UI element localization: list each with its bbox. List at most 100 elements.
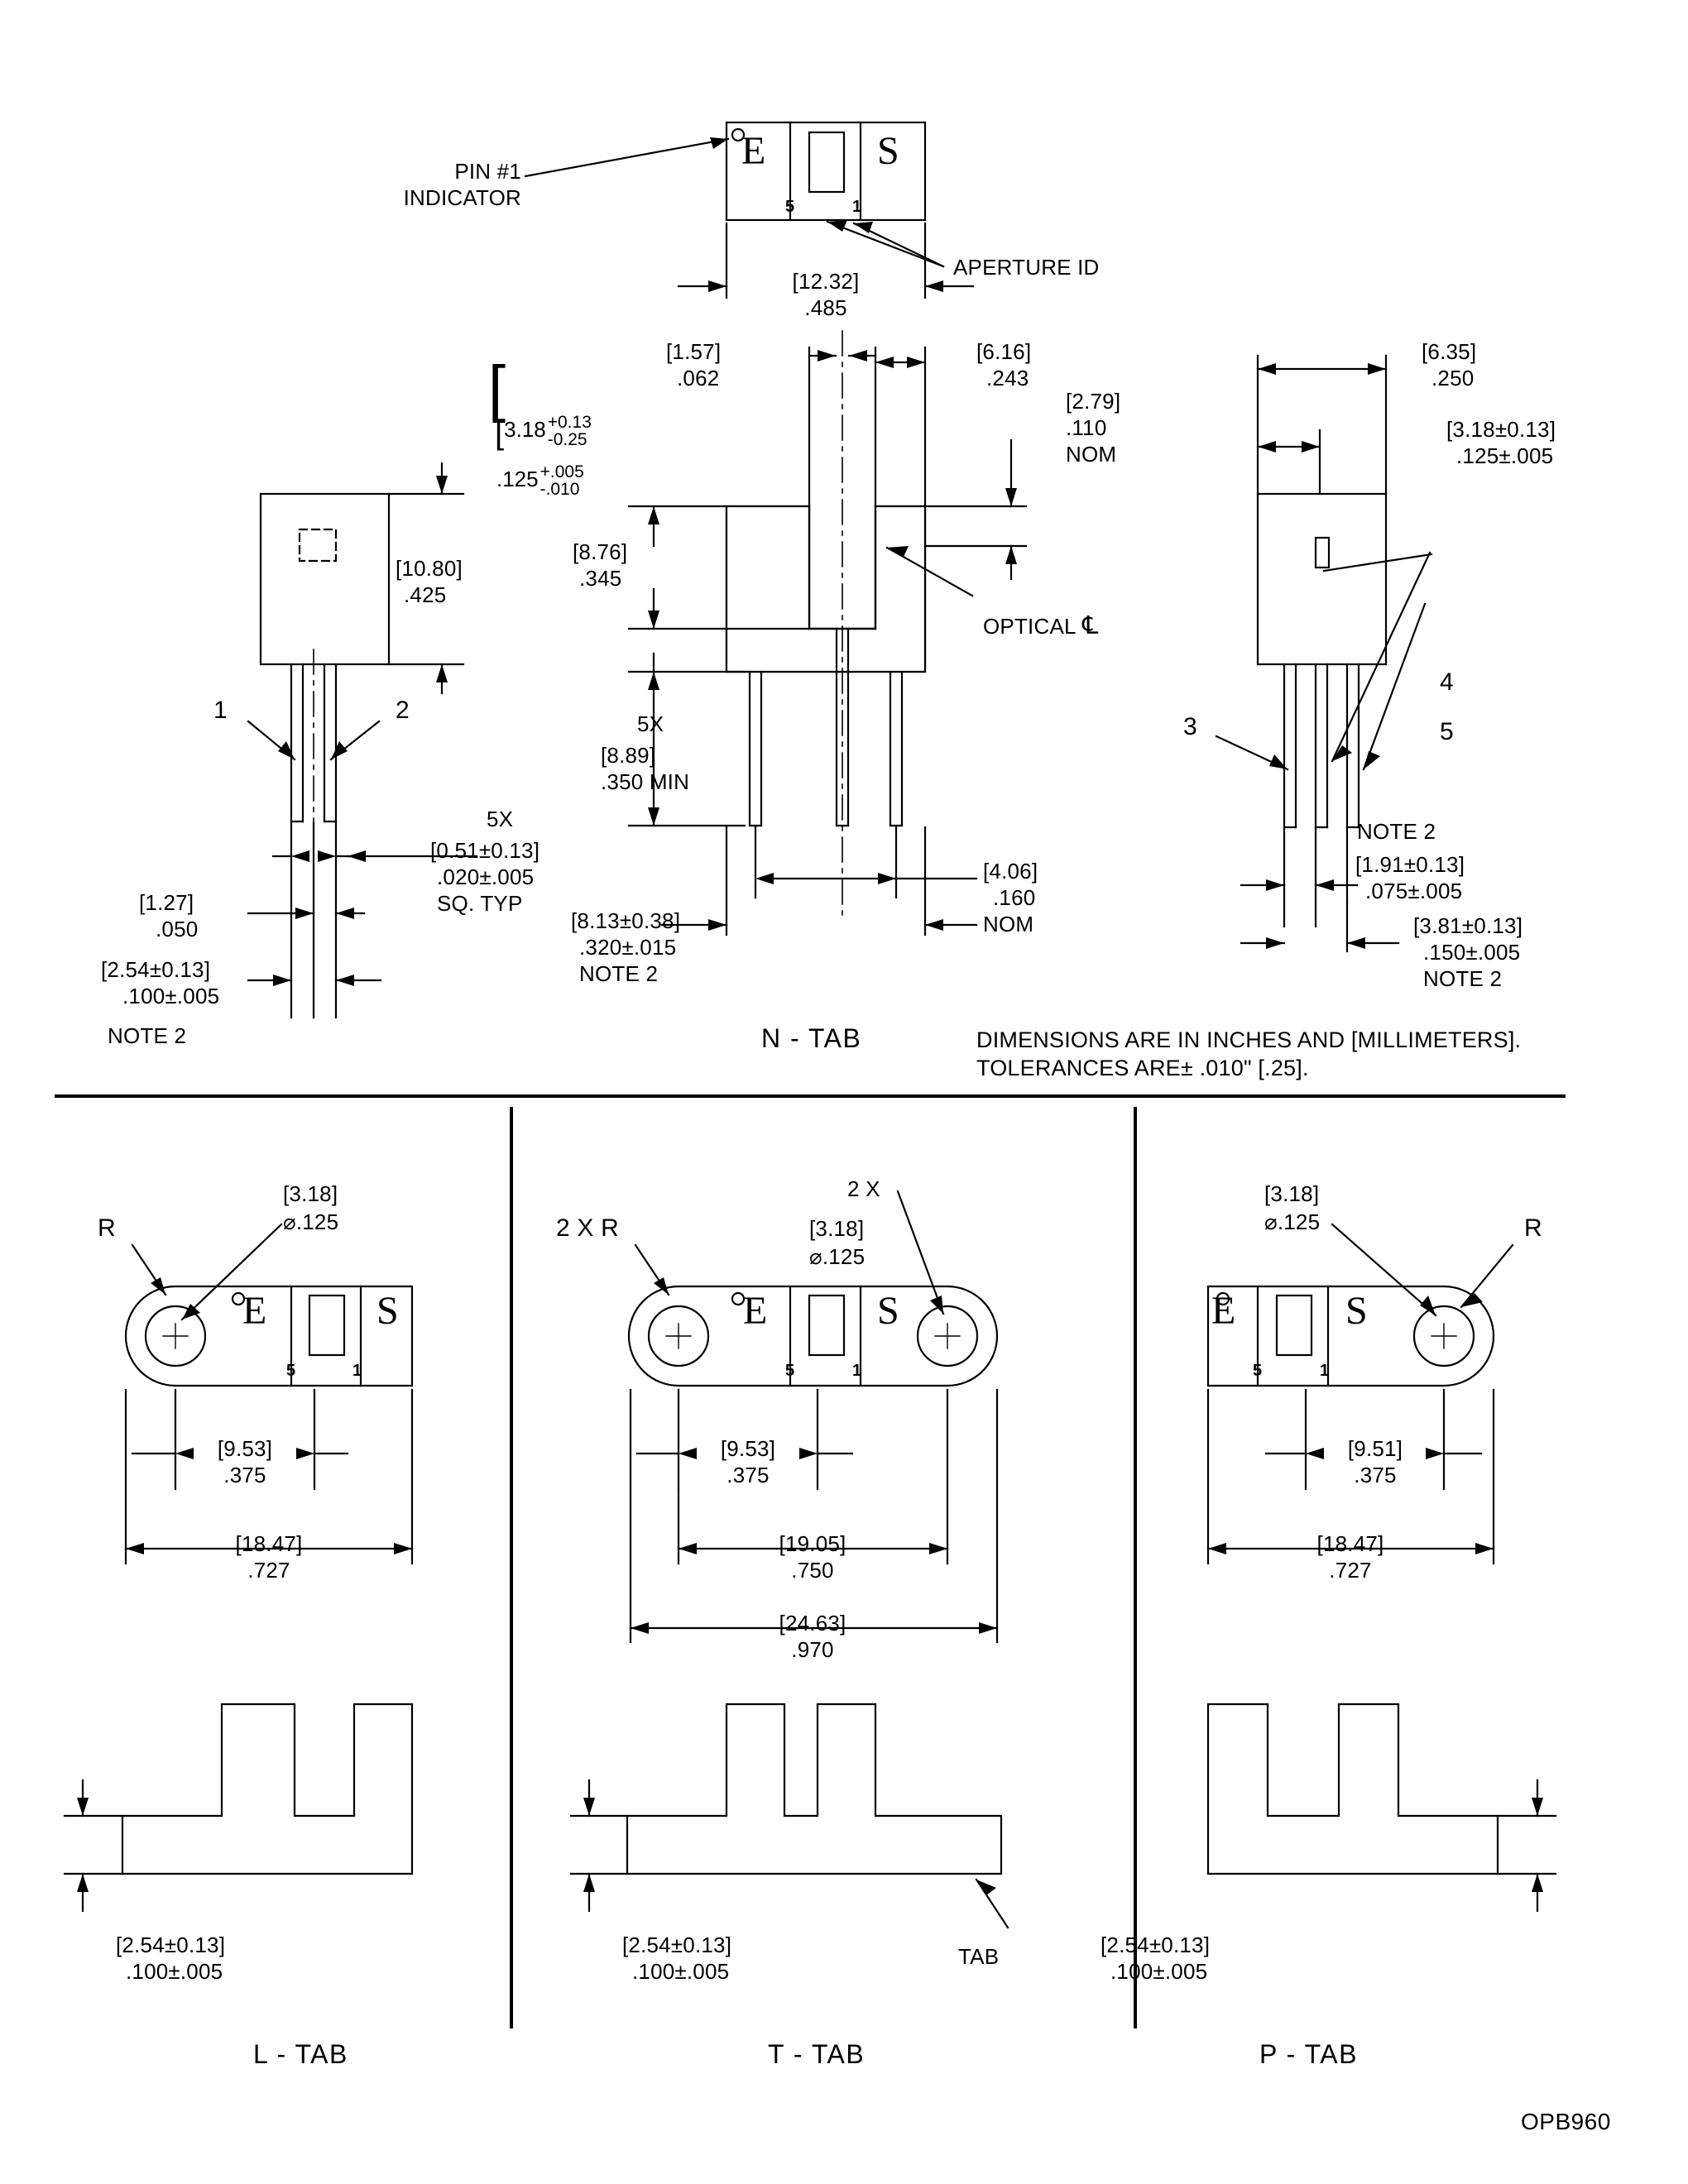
units-note-line2: TOLERANCES ARE± .010" [.25]. [976,1056,1309,1080]
right-view-second-in: .125±.005 [1456,443,1554,468]
part-number-label: OPB960 [1521,2109,1611,2134]
front-thick-in: .110 [1066,415,1107,440]
front-view-geometry [725,330,927,919]
l-tab-inner-mm: [9.53] [217,1436,273,1461]
optical-centerline-symbol: ℄ [1082,612,1099,639]
l-tab-plan-geometry [124,1285,414,1387]
left-view-lead-1: 1 [213,697,228,724]
lead-pitch-in: .100±.005 [122,984,220,1008]
front-width-note: NOTE 2 [579,961,659,986]
lead-size-in: .020±.005 [437,864,535,889]
l-tab-thickness-mm: [2.54±0.13] [116,1933,226,1957]
t-tab-mid-in: .750 [791,1558,834,1583]
front-lead-len-mm: [8.89] [601,743,656,768]
l-tab-hole-in: ⌀.125 [283,1209,339,1234]
slot-width-minus: -0.25 [547,430,587,450]
front-width-mm: [8.13±0.38] [571,908,681,933]
front-lead-len-in: .350 MIN [601,769,690,794]
t-tab-inner-in: .375 [727,1463,770,1487]
t-tab-pin-1: 1 [852,1362,862,1380]
aperture-id-label: APERTURE ID [953,255,1100,280]
l-tab-pin-1: 1 [352,1362,362,1380]
lead-pitch-mm: [2.54±0.13] [101,957,211,982]
t-tab-hole-in: ⌀.125 [809,1244,866,1269]
slot-width-in-minus: -.010 [539,480,580,499]
t-tab-pin-5: 5 [785,1362,795,1380]
n-tab-name: N - TAB [761,1023,862,1053]
p-tab-pin-5: 5 [1253,1362,1263,1380]
right-view-dim1-in: .075±.005 [1365,879,1463,903]
l-tab-name: L - TAB [253,2039,348,2069]
p-tab-profile-geometry [1206,1703,1499,1875]
t-tab-radius-label: 2 X R [556,1214,620,1242]
t-tab-outer-mm: [24.63] [779,1611,846,1636]
t-tab-callout: TAB [958,1944,1000,1969]
front-arm-in: .243 [986,366,1029,390]
optical-centerline-label: OPTICAL ℄ [983,612,1099,639]
slot-width-mm-stack: [3.18+0.13-0.25 [495,413,592,451]
p-tab-outer-in: .727 [1329,1558,1372,1583]
l-tab-letter-e: E [242,1289,267,1333]
p-tab-inner-in: .375 [1354,1463,1397,1487]
l-tab-inner-in: .375 [223,1463,266,1487]
left-view-height-mm: [10.80] [396,556,463,581]
right-side-view-geometry [1256,492,1388,829]
right-view-dim2-note: NOTE 2 [1423,966,1503,991]
left-side-view-geometry [259,492,391,1006]
l-tab-radius-label: R [98,1214,116,1242]
right-view-second-mm: [3.18±0.13] [1446,417,1556,442]
front-thick-note: NOM [1066,442,1117,467]
p-tab-thickness-mm: [2.54±0.13] [1101,1933,1211,1957]
p-tab-hole-mm: [3.18] [1264,1181,1320,1206]
slot-width-in: .125 [496,466,539,491]
t-tab-plan-geometry [627,1285,999,1387]
right-view-note-top: NOTE 2 [1357,819,1436,844]
t-tab-thickness-mm: [2.54±0.13] [622,1933,732,1957]
slot-width-value: 3.18 [504,417,546,442]
l-tab-outer-mm: [18.47] [235,1531,303,1556]
left-view-lead-2: 2 [396,697,410,724]
top-view-letter-e: E [741,129,766,173]
top-view-pin-5: 5 [785,198,795,216]
t-tab-hole-qty: 2 X [847,1176,880,1201]
right-view-dim1-mm: [1.91±0.13] [1355,852,1465,877]
right-view-lead-5: 5 [1440,718,1454,745]
lead-size-note: SQ. TYP [437,891,523,916]
lead-pitch-small-mm: [1.27] [139,890,194,915]
p-tab-outer-mm: [18.47] [1316,1531,1384,1556]
left-view-height-in: .425 [404,582,447,607]
pin1-indicator-label-line1: PIN #1 [454,159,521,184]
l-tab-profile-geometry [121,1703,414,1875]
front-lead-len-qty: 5X [637,711,664,736]
units-note-line1: DIMENSIONS ARE IN INCHES AND [MILLIMETER… [976,1027,1522,1052]
p-tab-pin-1: 1 [1320,1362,1330,1380]
t-tab-outer-in: .970 [791,1637,834,1662]
top-view-pin-1: 1 [852,198,862,216]
right-view-top-mm: [6.35] [1422,339,1477,364]
top-view-width-in: .485 [804,295,847,320]
front-web-mm: [1.57] [666,339,722,364]
slot-width-bracket-left: [ [488,353,506,424]
lead-size-qty: 5X [487,807,514,831]
lead-pitch-note: NOTE 2 [108,1023,187,1048]
top-view-width-mm: [12.32] [792,269,860,294]
p-tab-hole-in: ⌀.125 [1264,1209,1321,1234]
l-tab-thickness-in: .100±.005 [126,1959,223,1984]
t-tab-letter-e: E [743,1289,768,1333]
front-slot-depth-mm: [8.76] [573,539,628,564]
p-tab-radius-label: R [1524,1214,1542,1242]
t-tab-mid-mm: [19.05] [779,1531,846,1556]
p-tab-thickness-in: .100±.005 [1110,1959,1208,1984]
slot-width-in-plus: +.005 [539,462,584,481]
l-tab-pin-5: 5 [286,1362,296,1380]
lead-pitch-small-in: .050 [156,917,199,941]
front-arm-mm: [6.16] [976,339,1032,364]
front-thick-mm: [2.79] [1066,389,1121,414]
front-slot-depth-in: .345 [579,566,622,591]
pin1-indicator-label-line2: INDICATOR [403,185,521,210]
p-tab-inner-mm: [9.51] [1347,1436,1403,1461]
t-tab-thickness-in: .100±.005 [632,1959,730,1984]
t-tab-profile-geometry [626,1703,1003,1875]
lead-size-mm: [0.51±0.13] [430,838,540,863]
